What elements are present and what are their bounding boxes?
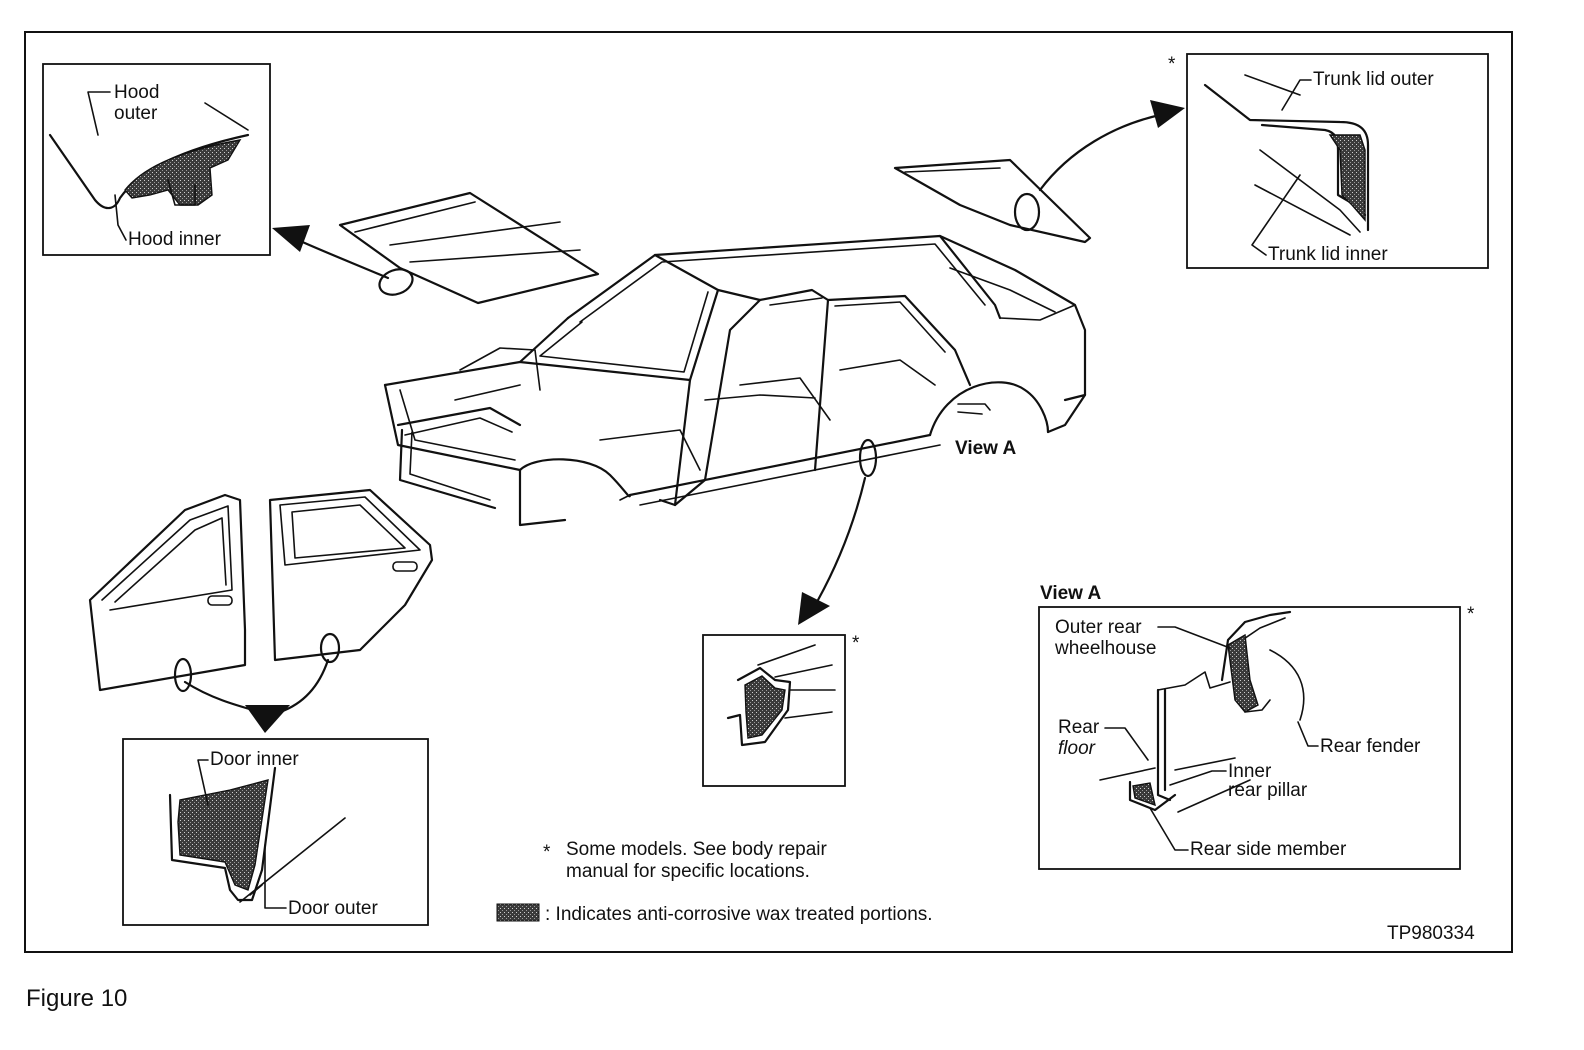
car-body-shell bbox=[383, 234, 1087, 527]
figure-code: TP980334 bbox=[1387, 923, 1475, 944]
hood-detail-panel: Hood outer Hood inner bbox=[42, 63, 271, 256]
view-a-title: View A bbox=[1040, 583, 1102, 604]
trunk-lid-panel bbox=[893, 158, 1092, 244]
hood-callout-circle bbox=[378, 268, 414, 296]
rear-door bbox=[268, 488, 434, 664]
trunk-lid-inner-label: Trunk lid inner bbox=[1268, 244, 1388, 265]
view-a-detail-panel: View A * Outer rear wheelhouse Rear floo… bbox=[1038, 583, 1475, 870]
door-inner-label: Door inner bbox=[210, 749, 299, 770]
rear-door-handle-icon bbox=[392, 561, 418, 572]
hood-outer-label-2: outer bbox=[114, 103, 158, 124]
some-models-note-2: manual for specific locations. bbox=[566, 861, 810, 882]
rear-door-callout-circle bbox=[319, 632, 341, 664]
inner-rear-pillar-label: Inner bbox=[1228, 761, 1272, 782]
arrow-hood bbox=[272, 225, 390, 280]
rear-side-member-label: Rear side member bbox=[1190, 839, 1347, 860]
hood-inner-label: Hood inner bbox=[128, 229, 222, 250]
arrow-door bbox=[183, 658, 330, 733]
hood-outer-label: Hood bbox=[114, 82, 159, 103]
arrow-sill bbox=[798, 476, 867, 625]
front-door bbox=[88, 493, 247, 693]
trunk-asterisk: * bbox=[1168, 54, 1176, 75]
wax-legend-text: : Indicates anti-corrosive wax treated p… bbox=[545, 904, 933, 925]
view-a-indicator-arrow bbox=[957, 403, 991, 415]
door-detail-panel: Door inner Door outer bbox=[122, 738, 429, 926]
rear-floor-label: Rear bbox=[1058, 717, 1100, 738]
some-models-note: Some models. See body repair bbox=[566, 839, 828, 860]
trunk-callout-circle bbox=[1013, 192, 1041, 232]
inner-rear-pillar-label-2: rear pillar bbox=[1228, 780, 1308, 801]
front-door-handle-icon bbox=[207, 595, 233, 606]
view-a-callout-label: View A bbox=[955, 438, 1017, 459]
door-outer-label: Door outer bbox=[288, 898, 378, 919]
trunk-lid-outer-label: Trunk lid outer bbox=[1313, 69, 1434, 90]
arrow-trunk bbox=[1038, 100, 1185, 192]
hood-panel bbox=[338, 191, 600, 305]
sill-callout-circle bbox=[858, 438, 878, 478]
sill-detail-panel: * bbox=[702, 633, 860, 787]
front-door-callout-circle bbox=[173, 657, 193, 693]
notes-asterisk: * bbox=[543, 842, 551, 863]
outer-rear-wheelhouse-label: Outer rear bbox=[1055, 617, 1142, 638]
wax-legend-swatch bbox=[496, 903, 540, 922]
sill-asterisk: * bbox=[852, 633, 860, 654]
rear-fender-label: Rear fender bbox=[1320, 736, 1421, 757]
trunk-detail-panel: * Trunk lid outer Trunk lid inner bbox=[1168, 53, 1489, 269]
outer-rear-wheelhouse-label-2: wheelhouse bbox=[1054, 638, 1156, 659]
rear-floor-label-2: floor bbox=[1058, 738, 1096, 759]
figure-caption: Figure 10 bbox=[26, 985, 128, 1012]
view-a-asterisk: * bbox=[1467, 604, 1475, 625]
